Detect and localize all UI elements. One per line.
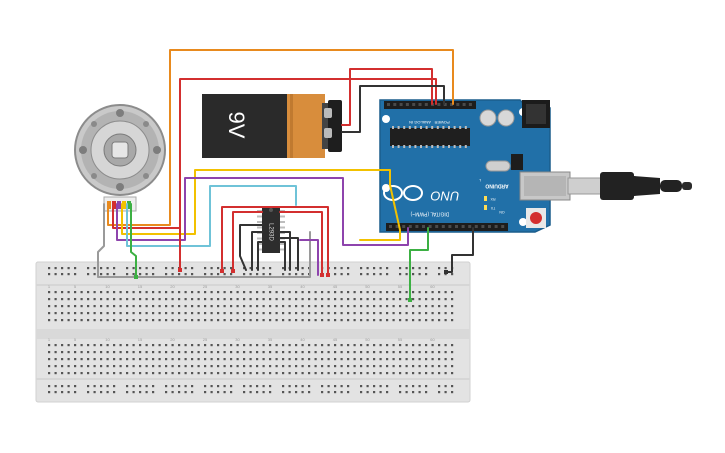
battery-9v[interactable]: 9V <box>202 94 342 158</box>
wire-red-chip2 <box>232 211 263 272</box>
breadboard-column-numbers: 1155101015152020252530303535404045455050… <box>48 284 436 342</box>
battery-label: 9V <box>224 112 249 139</box>
column-number: 55 <box>398 284 403 289</box>
column-number: 50 <box>365 284 370 289</box>
column-number: 60 <box>430 337 435 342</box>
column-number: 45 <box>333 337 338 342</box>
column-number: 10 <box>105 337 110 342</box>
driver-chip[interactable]: L293D <box>257 207 285 253</box>
wire-dark-battery <box>341 85 445 133</box>
wires <box>97 49 474 301</box>
arduino-brand-label: ARDUINO <box>485 183 508 189</box>
power-header-label: POWER <box>434 120 449 125</box>
column-number: 25 <box>203 284 208 289</box>
column-number: 35 <box>268 284 273 289</box>
wire-gray <box>97 203 311 278</box>
wire-green-motor <box>130 203 137 278</box>
wire-purple <box>116 177 409 246</box>
column-number: 50 <box>365 337 370 342</box>
column-number: 25 <box>203 337 208 342</box>
arduino-model-label: UNO <box>431 189 460 204</box>
wire-green-arduino <box>409 227 429 301</box>
usb-cable[interactable] <box>567 172 692 200</box>
column-number: 55 <box>398 337 403 342</box>
column-number: 60 <box>430 284 435 289</box>
column-number: 30 <box>235 284 240 289</box>
chip-leg-1 <box>239 224 263 271</box>
column-number: 20 <box>170 284 175 289</box>
analog-header-label: ANALOG IN <box>409 120 431 125</box>
led-rx-label: RX <box>490 197 496 201</box>
driver-chip-label: L293D <box>267 223 273 241</box>
column-number: 15 <box>138 337 143 342</box>
column-number: 10 <box>105 284 110 289</box>
wire-cyan <box>126 185 297 247</box>
chip-leg-2 <box>251 231 263 271</box>
column-number: 35 <box>268 337 273 342</box>
column-number: 5 <box>74 284 77 289</box>
breadboard-holes <box>48 267 454 394</box>
wire-orange <box>107 49 454 226</box>
led-on-label: ON <box>499 210 505 214</box>
arduino-uno[interactable]: UNO ARDUINO DIGITAL (PWM~) POWER ANALOG … <box>379 99 571 233</box>
chip-leg-3 <box>279 231 291 271</box>
chip-leg-5 <box>257 241 263 271</box>
column-number: 40 <box>300 284 305 289</box>
digital-header-label: DIGITAL (PWM~) <box>410 211 449 217</box>
wire-red-battery <box>341 68 433 126</box>
wire-dark-gnd <box>445 227 474 273</box>
column-number: 15 <box>138 284 143 289</box>
chip-leg-4 <box>279 237 299 271</box>
column-number: 5 <box>74 337 77 342</box>
column-number: 45 <box>333 284 338 289</box>
wire-yellow <box>121 169 401 241</box>
wire-red-chip3 <box>279 211 323 276</box>
wire-purple-chip <box>299 239 319 276</box>
wire-red-chip1 <box>221 206 329 276</box>
column-number: 20 <box>170 337 175 342</box>
led-tx-label: TX <box>490 206 495 210</box>
column-number: 1 <box>48 284 51 289</box>
column-number: 30 <box>235 337 240 342</box>
wire-endpoints <box>134 268 448 302</box>
column-number: 40 <box>300 337 305 342</box>
breadboard[interactable]: 1155101015152020252530303535404045455050… <box>35 261 471 403</box>
column-number: 1 <box>48 337 51 342</box>
stepper-motor[interactable] <box>74 104 166 212</box>
wire-red-motor <box>112 78 437 229</box>
led-l-label: L <box>479 178 481 182</box>
chip-leg-6 <box>279 241 286 271</box>
